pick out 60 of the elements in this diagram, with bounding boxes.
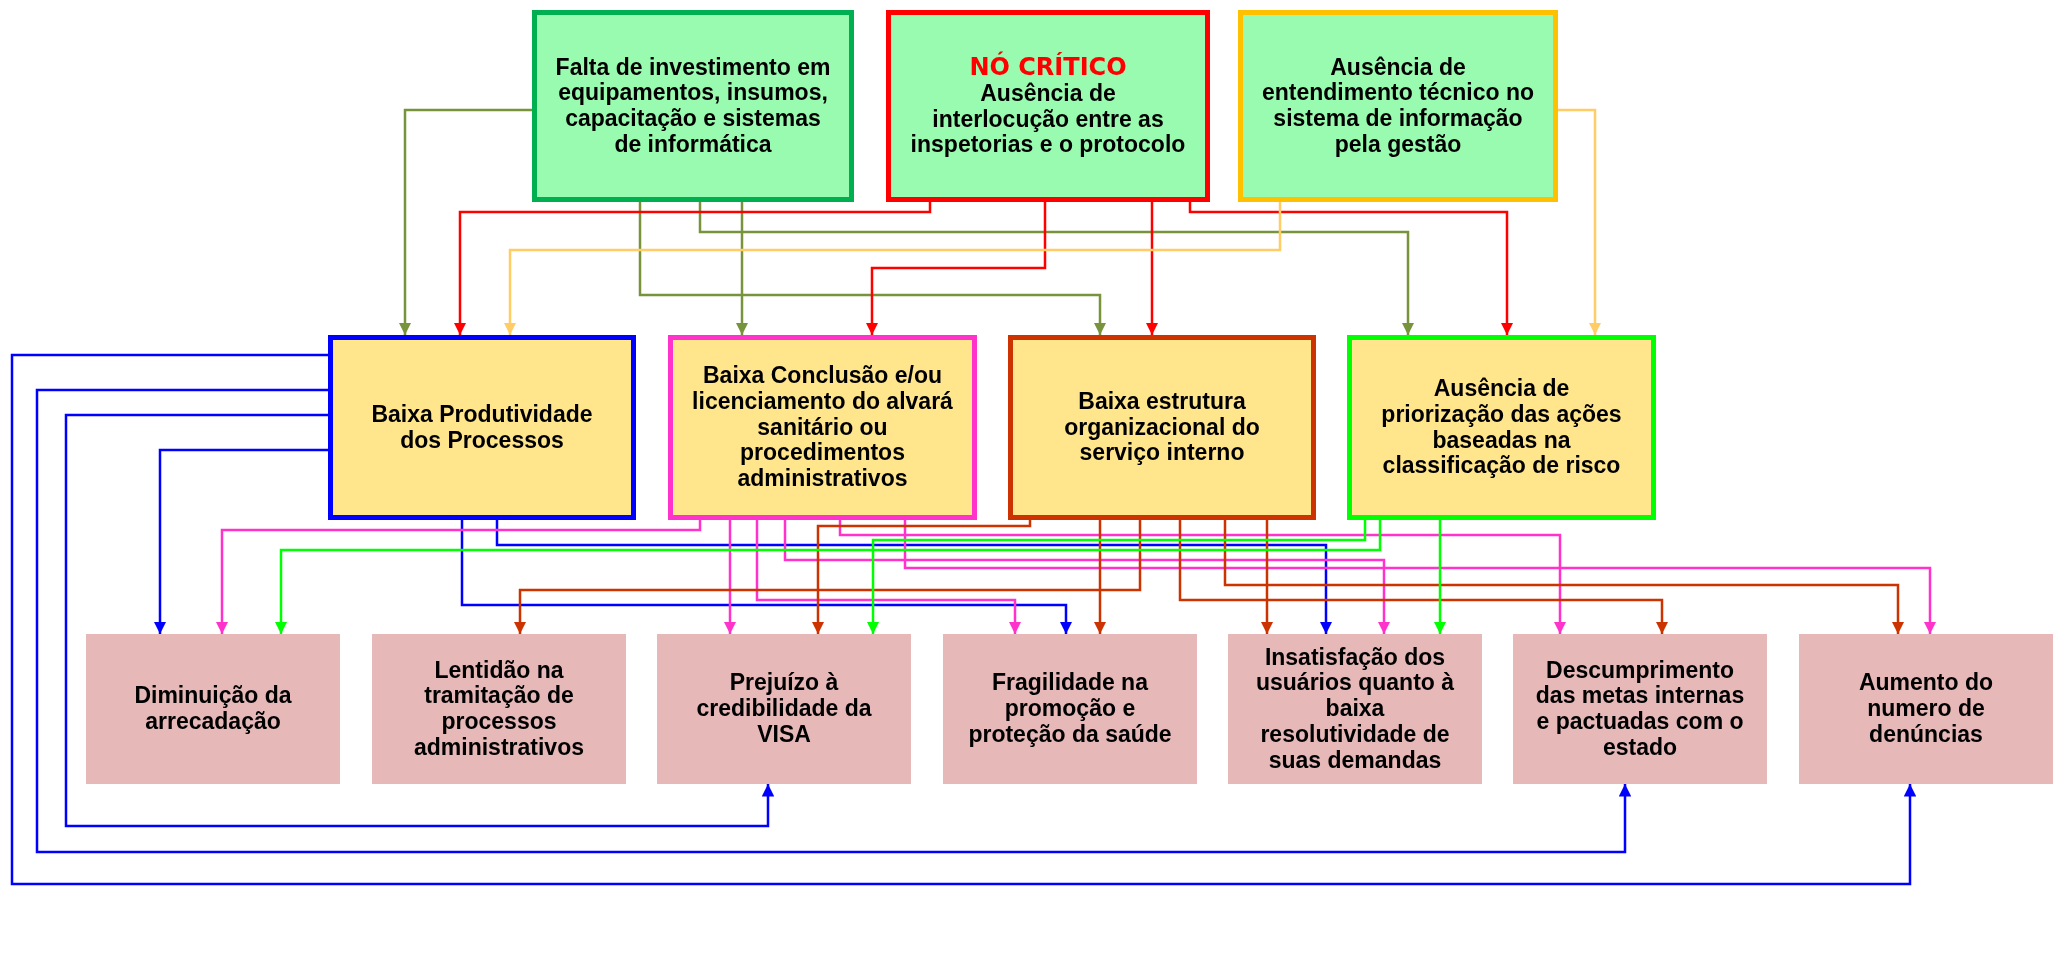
box-text: Ausência de priorização das ações baseadas na classificação de risco (1380, 376, 1623, 479)
box-text: Fragilidade na promoção e proteção da saúde (967, 670, 1173, 748)
arrow (513, 520, 1142, 634)
arrow (503, 202, 1282, 335)
box-text: Aumento do numero de denúncias (1857, 670, 1995, 748)
box-text: Descumprimento das metas internas e pactuadas com o estado (1534, 657, 1746, 761)
arrow (1260, 520, 1274, 634)
arrow (865, 202, 1047, 335)
box-text: Falta de investimento em equipamentos, insumos, capacitação e sistemas de informática (555, 54, 831, 158)
arrow (1558, 108, 1602, 335)
problem-box (1347, 335, 1656, 520)
problem-box (1008, 335, 1316, 520)
box-text: Lentidão na tramitação de processos administrativos (413, 657, 585, 761)
arrow (903, 520, 1937, 634)
arrow (453, 202, 932, 335)
arrow (1433, 520, 1447, 634)
consequence-box (372, 634, 626, 784)
arrow (10, 353, 1917, 886)
box-text: Baixa estrutura organizacional do serviço interno (1063, 388, 1261, 467)
cause-box (1238, 10, 1558, 202)
critical-node-label: NÓ CRÍTICO (969, 53, 1127, 81)
arrow (1145, 202, 1159, 335)
arrow (153, 448, 328, 634)
consequence-box (657, 634, 911, 784)
cause-box (532, 10, 854, 202)
arrow (698, 202, 1415, 335)
consequence-box (943, 634, 1197, 784)
box-text: Baixa Produtividade dos Processos (370, 401, 594, 454)
problem-box (668, 335, 977, 520)
arrow (866, 520, 1367, 634)
arrow (35, 388, 1632, 854)
arrow (755, 520, 1022, 634)
arrow (64, 413, 775, 828)
arrow (495, 520, 1333, 634)
arrow (460, 520, 1073, 634)
arrow (1093, 520, 1107, 634)
arrow (398, 108, 532, 335)
arrow (1178, 520, 1669, 634)
arrow (274, 520, 1382, 634)
box-text: Ausência de interlocução entre as inspetorias e o protocolo (909, 80, 1187, 159)
arrow (638, 202, 1107, 335)
consequence-box (1228, 634, 1482, 784)
critical-cause-box (886, 10, 1210, 202)
arrow (783, 520, 1391, 634)
box-text: Prejuízo à credibilidade da VISA (695, 670, 873, 748)
consequence-box (86, 634, 340, 784)
box-text: Baixa Conclusão e/ou licenciamento do alvará sanitário ou procedimentos administrativos (691, 363, 954, 492)
box-text: Diminuição da arrecadação (133, 683, 293, 735)
arrow (1188, 202, 1514, 335)
problem-box (328, 335, 636, 520)
arrow (723, 520, 737, 634)
arrow (215, 520, 702, 634)
arrow (1223, 520, 1905, 634)
box-text: Ausência de entendimento técnico no sistema de informação pela gestão (1261, 54, 1535, 158)
consequence-box (1513, 634, 1767, 784)
arrow (811, 520, 1032, 634)
consequence-box (1799, 634, 2053, 784)
arrow (735, 202, 749, 335)
arrow (838, 520, 1567, 634)
box-text: Insatisfação dos usuários quanto à baixa resolutividade de suas demandas (1254, 644, 1456, 774)
